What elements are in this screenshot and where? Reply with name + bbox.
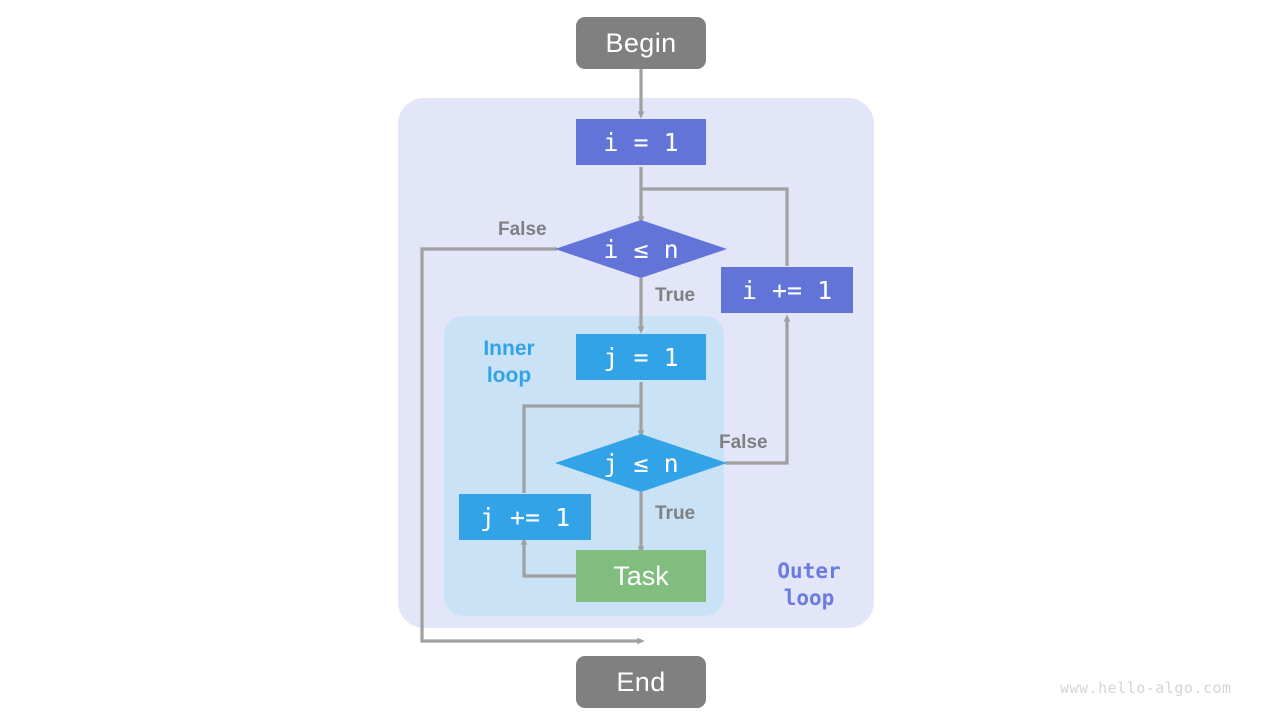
node-j-inc-label: j += 1 — [479, 502, 571, 532]
node-j-init[interactable]: j = 1 — [576, 334, 706, 380]
outer-loop-label: Outer loop — [770, 558, 848, 612]
edge-label-j-false: False — [719, 432, 768, 453]
watermark: www.hello-algo.com — [1060, 679, 1232, 697]
node-task[interactable]: Task — [576, 550, 706, 602]
node-j-init-label: j = 1 — [603, 342, 679, 372]
node-task-label: Task — [613, 560, 669, 591]
node-i-inc[interactable]: i += 1 — [721, 267, 853, 313]
node-j-cond-label: j ≤ n — [603, 448, 679, 478]
node-i-init[interactable]: i = 1 — [576, 119, 706, 165]
inner-loop-label-line1: Inner — [483, 337, 535, 360]
node-i-init-label: i = 1 — [603, 127, 679, 157]
diamond-shape-icon — [555, 220, 727, 278]
diamond-shape-icon — [555, 434, 727, 492]
node-begin-label: Begin — [605, 27, 677, 58]
inner-loop-label-line2: loop — [486, 363, 532, 387]
node-i-cond-label: i ≤ n — [603, 234, 679, 264]
inner-loop-label: Inner loop — [479, 336, 539, 390]
node-i-cond[interactable]: i ≤ n — [555, 220, 727, 278]
node-j-inc[interactable]: j += 1 — [459, 494, 591, 540]
node-i-inc-label: i += 1 — [741, 275, 833, 305]
edge-label-j-true: True — [655, 503, 696, 524]
node-end[interactable]: End — [576, 656, 706, 708]
edge-label-i-true: True — [655, 285, 696, 306]
node-begin[interactable]: Begin — [576, 17, 706, 69]
node-j-cond[interactable]: j ≤ n — [555, 434, 727, 492]
edge-label-i-false: False — [498, 219, 547, 240]
outer-loop-label-line1: Outer — [777, 559, 841, 583]
node-end-label: End — [616, 666, 666, 697]
outer-loop-label-line2: loop — [783, 585, 835, 610]
